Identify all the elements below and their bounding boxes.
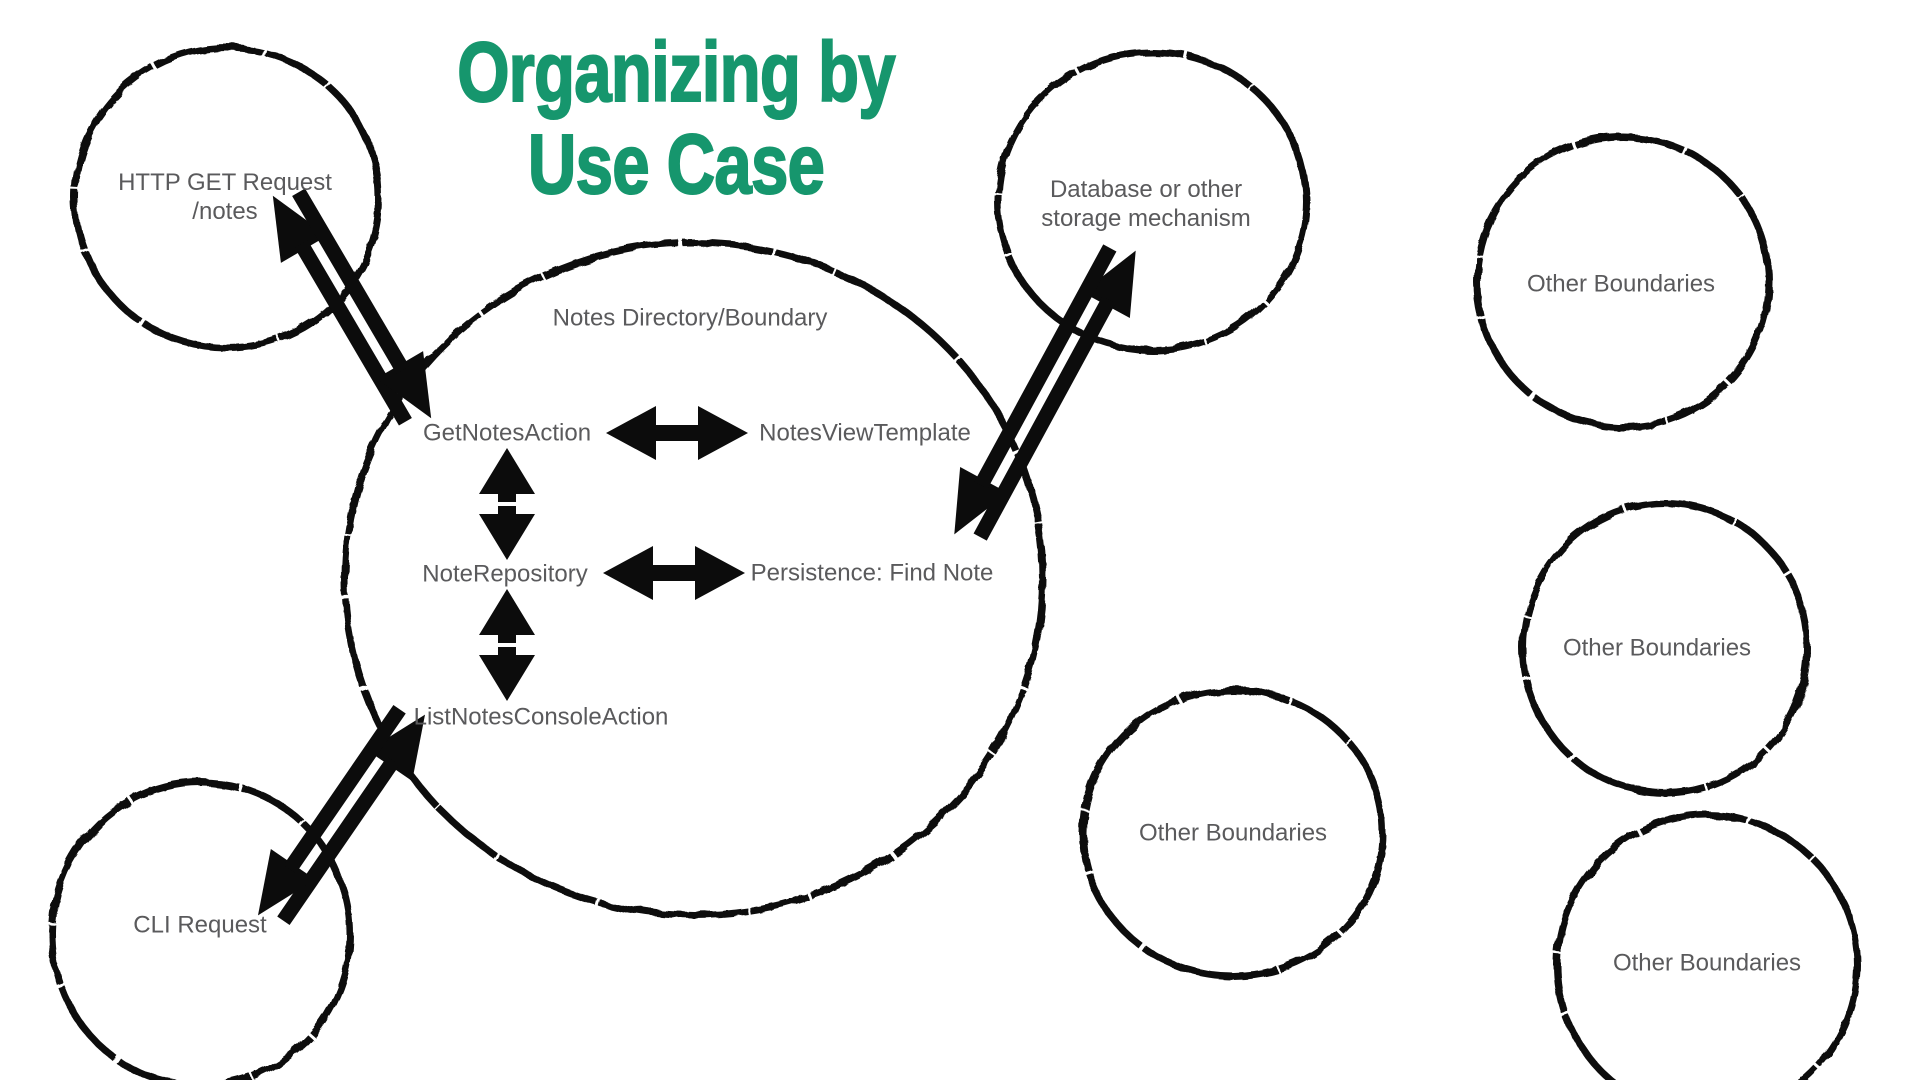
other-boundaries-bottom-center-circle bbox=[1079, 686, 1387, 980]
node-get-notes-action: GetNotesAction bbox=[422, 419, 592, 447]
double-arrow-repository-console-icon bbox=[479, 589, 535, 701]
boundary-circles bbox=[48, 44, 1861, 1080]
page-title-line1: Organizing by bbox=[456, 25, 896, 119]
other-boundaries-middle-right-label: Other Boundaries bbox=[1562, 634, 1752, 662]
double-arrow-getnotes-template-icon bbox=[606, 406, 748, 460]
bidirectional-arrow-cli-main-icon bbox=[257, 705, 426, 925]
page-title: Organizing by Use Case bbox=[456, 25, 896, 211]
node-notes-view-template: NotesViewTemplate bbox=[759, 419, 971, 447]
node-persistence-find-note: Persistence: Find Note bbox=[750, 559, 994, 587]
other-boundaries-top-right-circle bbox=[1473, 133, 1773, 431]
diagram-arrows bbox=[257, 188, 1136, 925]
other-boundaries-bottom-center-label: Other Boundaries bbox=[1138, 819, 1328, 847]
bidirectional-arrow-http-main-icon bbox=[272, 188, 432, 426]
other-boundaries-middle-right-circle bbox=[1519, 499, 1811, 797]
page-title-line2: Use Case bbox=[527, 117, 826, 211]
double-arrow-getnotes-repository-icon bbox=[479, 448, 535, 560]
database-label: Database or other storage mechanism bbox=[1041, 176, 1251, 232]
other-boundaries-top-right-label: Other Boundaries bbox=[1526, 270, 1716, 298]
node-list-notes-console-action: ListNotesConsoleAction bbox=[413, 703, 669, 731]
other-boundaries-bottom-right-circle bbox=[1553, 811, 1861, 1080]
notes-boundary-label: Notes Directory/Boundary bbox=[552, 304, 828, 332]
http-request-label: HTTP GET Request /notes bbox=[118, 169, 332, 225]
other-boundaries-bottom-right-label: Other Boundaries bbox=[1612, 949, 1802, 977]
http-request-circle bbox=[71, 44, 383, 352]
double-arrow-repository-persistence-icon bbox=[603, 546, 745, 600]
notes-boundary-circle bbox=[341, 239, 1047, 919]
cli-request-circle bbox=[48, 778, 354, 1080]
bidirectional-arrow-database-main-icon bbox=[954, 244, 1136, 541]
node-note-repository: NoteRepository bbox=[422, 560, 588, 588]
database-circle bbox=[994, 48, 1310, 354]
cli-request-label: CLI Request bbox=[133, 911, 267, 939]
